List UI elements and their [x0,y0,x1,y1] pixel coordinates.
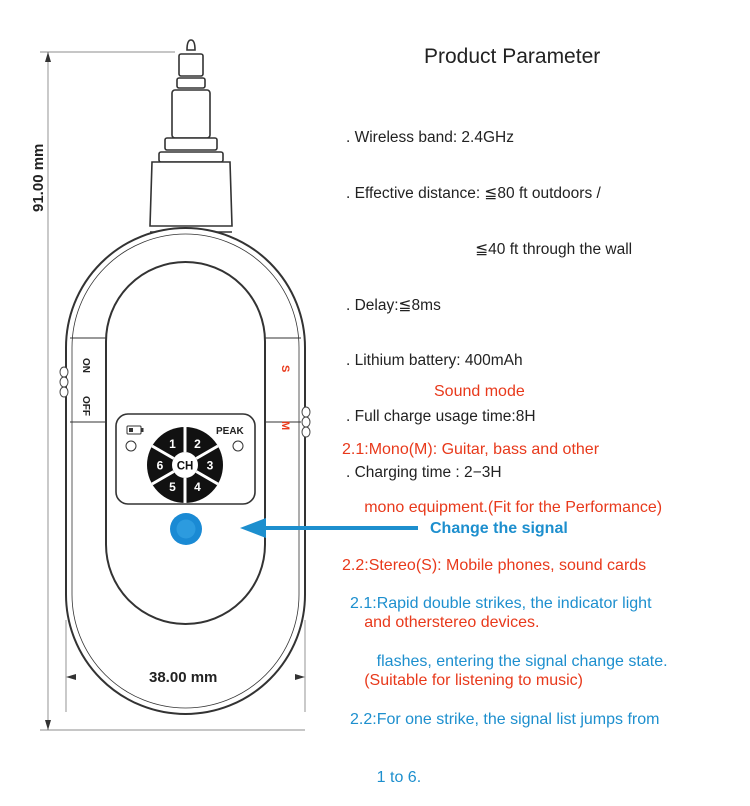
change-signal-annotation: 2.1:Rapid double strikes, the indicator … [350,556,668,806]
parameter-line: . Lithium battery: 400mAh [346,352,523,370]
signal-button-icon[interactable] [170,513,202,545]
switch-label-on: ON [80,358,91,373]
sound-mode-switch[interactable] [301,406,311,438]
audio-jack-plug [149,39,233,233]
dimension-arrows [45,52,305,730]
channel-number-5: 5 [169,480,176,494]
product-parameter-title: Product Parameter [424,45,601,68]
sound-mode-line: mono equipment.(Fit for the Performance) [342,498,663,516]
sound-mode-line: (Suitable for listening to music) [342,672,583,690]
parameter-list: . Wireless band: 2.4GHz . Effective dist… [346,92,632,501]
channel-dial: CH 1 234 56 [147,427,223,503]
sound-mode-annotation: Sound mode 2.1:Mono(M): Guitar, bass and… [342,344,662,710]
dial-divider [195,444,219,460]
channel-number-1: 1 [169,437,176,451]
signal-line: 2.2:For one strike, the signal list jump… [350,710,660,728]
battery-icon [126,425,144,435]
sound-mode-heading: Sound mode [434,383,525,401]
peak-label: PEAK [216,426,245,437]
peak-led-icon [232,440,244,452]
parameter-line: . Full charge usage time:8H [346,408,536,426]
dial-divider [151,470,175,486]
signal-line: 2.1:Rapid double strikes, the indicator … [350,595,652,613]
channel-center-label: CH [177,461,194,473]
arrow-left-icon [240,518,418,538]
parameter-line: . Wireless band: 2.4GHz [346,129,514,147]
parameter-line: . Effective distance: ≦80 ft outdoors / [346,184,601,202]
width-dimension-label: 38.00 mm [149,669,218,686]
dial-divider [195,470,219,486]
channel-number-6: 6 [157,459,164,473]
channel-number-3: 3 [207,459,214,473]
signal-line: 1 to 6. [350,768,422,786]
sound-mode-line: 2.2:Stereo(S): Mobile phones, sound card… [342,556,647,574]
on-off-switch[interactable] [59,366,69,398]
channel-number-4: 4 [194,480,201,494]
switch-label-s: S [279,365,291,372]
height-dimension-label: 91.00 mm [30,143,47,212]
dimension-lines [40,51,306,731]
change-signal-heading: Change the signal [430,520,568,537]
switch-label-off: OFF [80,396,91,416]
parameter-line: ≦40 ft through the wall [346,240,633,258]
parameter-line: . Charging time : 2−3H [346,463,502,481]
sound-mode-line: 2.1:Mono(M): Guitar, bass and other [342,441,600,459]
channel-number-2: 2 [194,437,201,451]
dial-divider [151,444,175,460]
power-led-icon [125,440,137,452]
sound-mode-line: and otherstereo devices. [342,614,540,632]
switch-label-m: M [279,421,291,430]
parameter-line: . Delay:≦8ms [346,296,441,314]
signal-line: flashes, entering the signal change stat… [350,653,668,671]
product-diagram: ON OFF S M PEAK CH 1 234 56 [40,39,418,731]
